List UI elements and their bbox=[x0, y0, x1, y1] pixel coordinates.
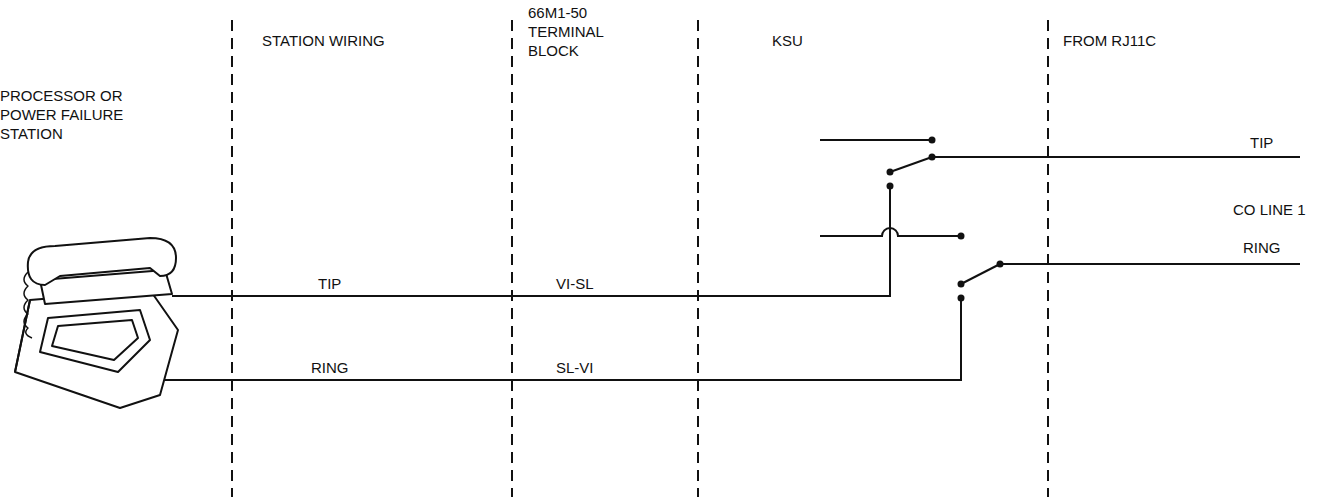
divider-line bbox=[511, 20, 513, 497]
signal-name: TIP bbox=[318, 274, 341, 293]
switch-contact bbox=[820, 139, 930, 141]
contact-dot bbox=[958, 233, 965, 240]
contact-dot bbox=[887, 169, 894, 176]
signal-name: TIP bbox=[1250, 133, 1273, 152]
divider-line bbox=[231, 20, 233, 497]
switch-dots bbox=[887, 137, 1004, 302]
column-heading: KSU bbox=[772, 31, 803, 50]
telephone-illustration bbox=[15, 238, 178, 408]
column-heading: STATION WIRING bbox=[262, 31, 385, 50]
line-name: CO LINE 1 bbox=[1233, 200, 1306, 219]
phone-dial bbox=[40, 310, 150, 372]
co-ring-wire bbox=[1000, 263, 1300, 265]
switch-contact bbox=[820, 228, 959, 236]
ring-wire bbox=[120, 298, 961, 380]
station-label: PROCESSOR OR POWER FAILURE STATION bbox=[0, 86, 172, 143]
co-tip-wire bbox=[932, 156, 1300, 158]
contact-dot bbox=[887, 183, 894, 190]
terminal-name: VI-SL bbox=[556, 274, 594, 293]
phone-dial-rim bbox=[52, 320, 138, 360]
contact-dot bbox=[958, 295, 965, 302]
column-heading: 66M1-50 TERMINAL BLOCK bbox=[528, 3, 646, 60]
switch-arm bbox=[890, 157, 932, 172]
divider-line bbox=[697, 20, 699, 497]
contact-dot bbox=[929, 137, 936, 144]
signal-name: RING bbox=[311, 358, 349, 377]
divider-line bbox=[1047, 20, 1049, 497]
tip-wire bbox=[172, 186, 890, 296]
column-heading: FROM RJ11C bbox=[1063, 31, 1156, 50]
phone-base bbox=[15, 290, 178, 408]
switch-arm bbox=[961, 264, 1000, 284]
signal-name: RING bbox=[1243, 238, 1281, 257]
contact-dot bbox=[958, 281, 965, 288]
contact-dot bbox=[997, 261, 1004, 268]
handset-cord bbox=[24, 272, 32, 338]
terminal-name: SL-VI bbox=[556, 358, 594, 377]
phone-handset bbox=[28, 238, 176, 285]
wires bbox=[120, 140, 1300, 380]
column-dividers bbox=[232, 20, 1048, 497]
contact-dot bbox=[929, 154, 936, 161]
